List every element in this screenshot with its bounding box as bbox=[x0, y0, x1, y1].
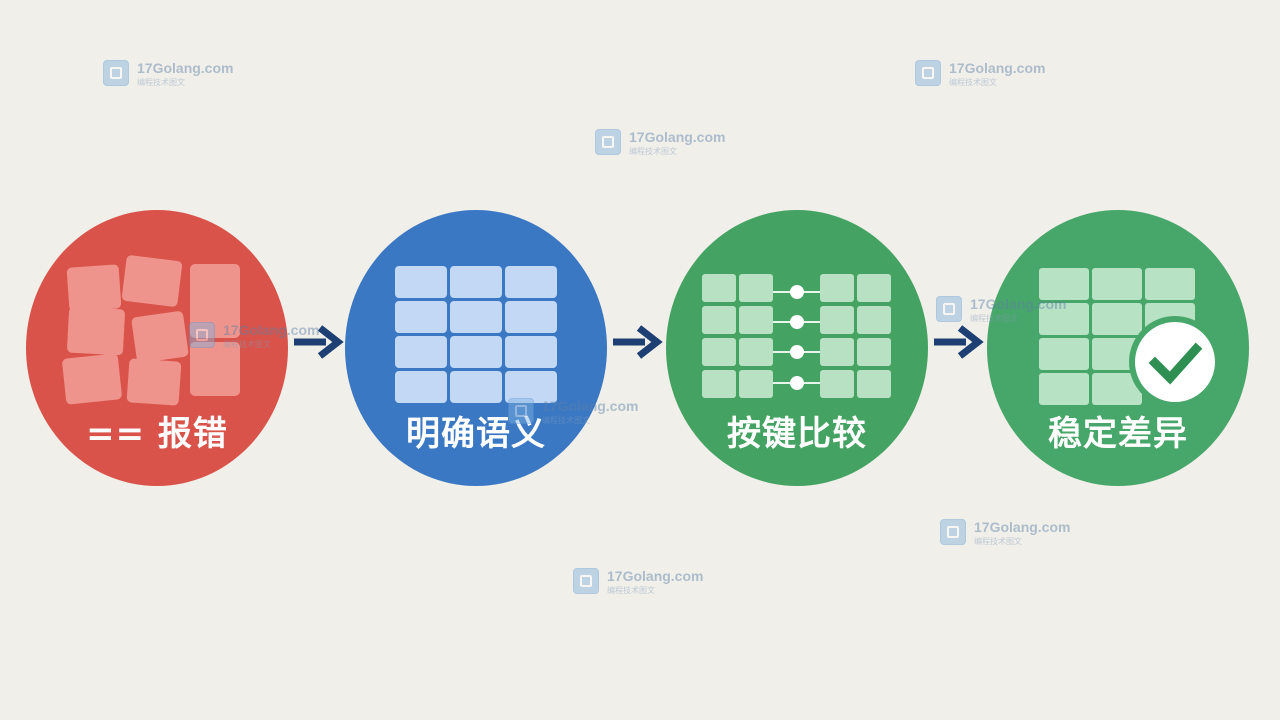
key-match-icon bbox=[702, 274, 891, 398]
watermark-text: 17Golang.com bbox=[137, 60, 234, 76]
watermark-text: 17Golang.com bbox=[974, 519, 1071, 535]
watermark: 17Golang.com 编程技术图文 bbox=[915, 58, 1075, 88]
watermark: 17Golang.com 编程技术图文 bbox=[936, 294, 1096, 324]
watermark-subtext: 编程技术图文 bbox=[974, 537, 1022, 546]
step-clear-semantics-label: 明确语义 bbox=[406, 414, 546, 454]
checkmark-icon bbox=[1148, 342, 1203, 385]
arrow-right-icon bbox=[934, 325, 984, 359]
watermark: 17Golang.com 编程技术图文 bbox=[508, 396, 668, 426]
watermark-subtext: 编程技术图文 bbox=[542, 416, 590, 425]
watermark-subtext: 编程技术图文 bbox=[607, 586, 655, 595]
step-key-compare: 按键比较 bbox=[666, 210, 928, 486]
watermark-text: 17Golang.com bbox=[949, 60, 1046, 76]
grid-check-icon bbox=[1039, 268, 1221, 408]
watermark-text: 17Golang.com bbox=[223, 322, 320, 338]
watermark-text: 17Golang.com bbox=[629, 129, 726, 145]
watermark-logo-icon bbox=[189, 322, 215, 348]
watermark-logo-icon bbox=[940, 519, 966, 545]
watermark-text: 17Golang.com bbox=[607, 568, 704, 584]
watermark-logo-icon bbox=[595, 129, 621, 155]
step-stable-diff: 稳定差异 bbox=[987, 210, 1249, 486]
watermark: 17Golang.com 编程技术图文 bbox=[189, 320, 349, 350]
watermark-subtext: 编程技术图文 bbox=[629, 147, 677, 156]
watermark-logo-icon bbox=[508, 398, 534, 424]
watermark-subtext: 编程技术图文 bbox=[223, 340, 271, 349]
arrow-right-icon bbox=[613, 325, 663, 359]
watermark: 17Golang.com 编程技术图文 bbox=[573, 566, 733, 596]
watermark-subtext: 编程技术图文 bbox=[949, 78, 997, 87]
grid-icon bbox=[395, 266, 557, 403]
watermark-subtext: 编程技术图文 bbox=[137, 78, 185, 87]
arrow-right-icon bbox=[294, 325, 344, 359]
watermark: 17Golang.com 编程技术图文 bbox=[595, 127, 755, 157]
watermark-logo-icon bbox=[573, 568, 599, 594]
watermark: 17Golang.com 编程技术图文 bbox=[103, 58, 263, 88]
checkmark-badge bbox=[1135, 322, 1215, 402]
scattered-tiles-icon bbox=[62, 255, 240, 406]
watermark-logo-icon bbox=[915, 60, 941, 86]
watermark-logo-icon bbox=[103, 60, 129, 86]
watermark-subtext: 编程技术图文 bbox=[970, 314, 1018, 323]
watermark-logo-icon bbox=[936, 296, 962, 322]
step-error: == 报错 bbox=[26, 210, 288, 486]
watermark: 17Golang.com 编程技术图文 bbox=[940, 517, 1100, 547]
watermark-text: 17Golang.com bbox=[970, 296, 1067, 312]
step-error-label: == 报错 bbox=[86, 414, 228, 454]
step-key-compare-label: 按键比较 bbox=[727, 414, 867, 454]
watermark-text: 17Golang.com bbox=[542, 398, 639, 414]
step-clear-semantics: 明确语义 bbox=[345, 210, 607, 486]
step-stable-diff-label: 稳定差异 bbox=[1048, 414, 1188, 454]
